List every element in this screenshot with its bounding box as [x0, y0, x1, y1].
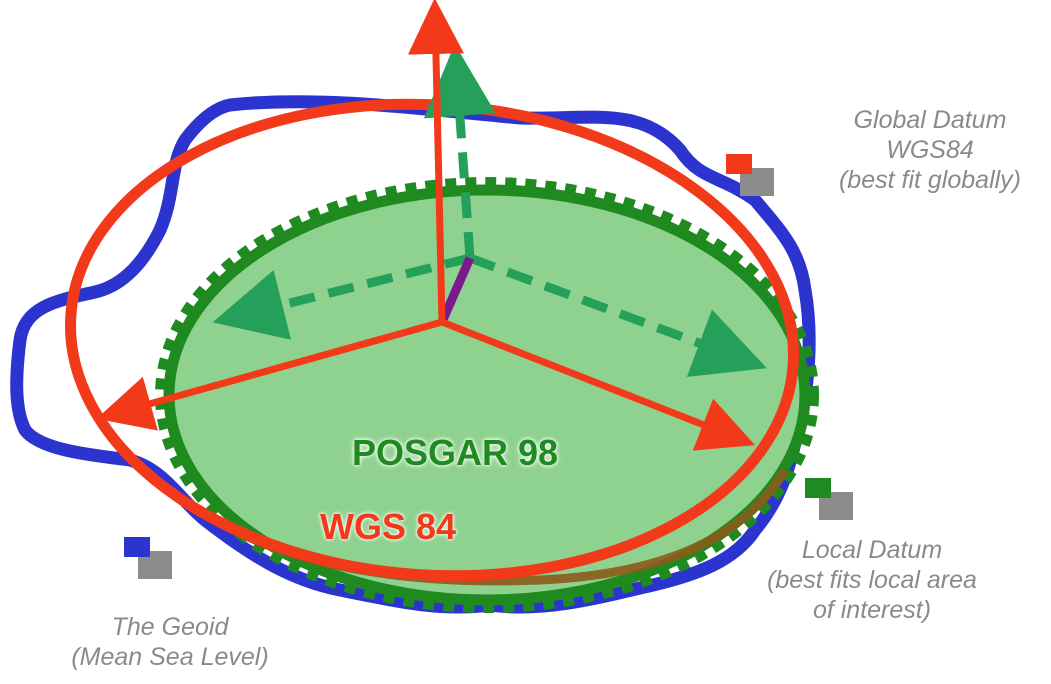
wgs84-axis-left	[96, 318, 443, 431]
local-datum-legend: Local Datum (best fits local area of int…	[722, 535, 1022, 625]
global-datum-legend: Global Datum WGS84 (best fit globally)	[800, 105, 1051, 195]
posgar98-label: POSGAR 98	[352, 432, 559, 473]
posgar-axis-left	[212, 253, 472, 340]
local-datum-note-1: (best fits local area	[767, 566, 977, 594]
local-datum-swatch-icon	[805, 478, 857, 522]
geoid-note: (Mean Sea Level)	[71, 643, 269, 671]
posgar-axis-up	[423, 44, 496, 259]
posgar-axis-right	[468, 253, 767, 377]
posgar98-dotted-outline	[155, 177, 819, 613]
geoid-outline	[10, 95, 816, 614]
origin-shift	[437, 256, 475, 324]
geoid-legend: The Geoid (Mean Sea Level)	[20, 612, 320, 672]
geoid-title: The Geoid	[111, 613, 229, 641]
local-datum-note-2: of interest)	[812, 596, 932, 624]
wgs84-axis-up	[407, 0, 464, 323]
global-datum-swatch-icon	[726, 154, 778, 198]
global-datum-title: Global Datum	[853, 106, 1007, 134]
global-datum-note: (best fit globally)	[838, 166, 1022, 194]
geoid-swatch-icon	[124, 537, 176, 581]
wgs84-label: WGS 84	[320, 506, 457, 547]
local-datum-title: Local Datum	[801, 536, 943, 564]
wgs84-axis-right	[440, 318, 756, 451]
global-datum-name: WGS84	[886, 136, 974, 164]
